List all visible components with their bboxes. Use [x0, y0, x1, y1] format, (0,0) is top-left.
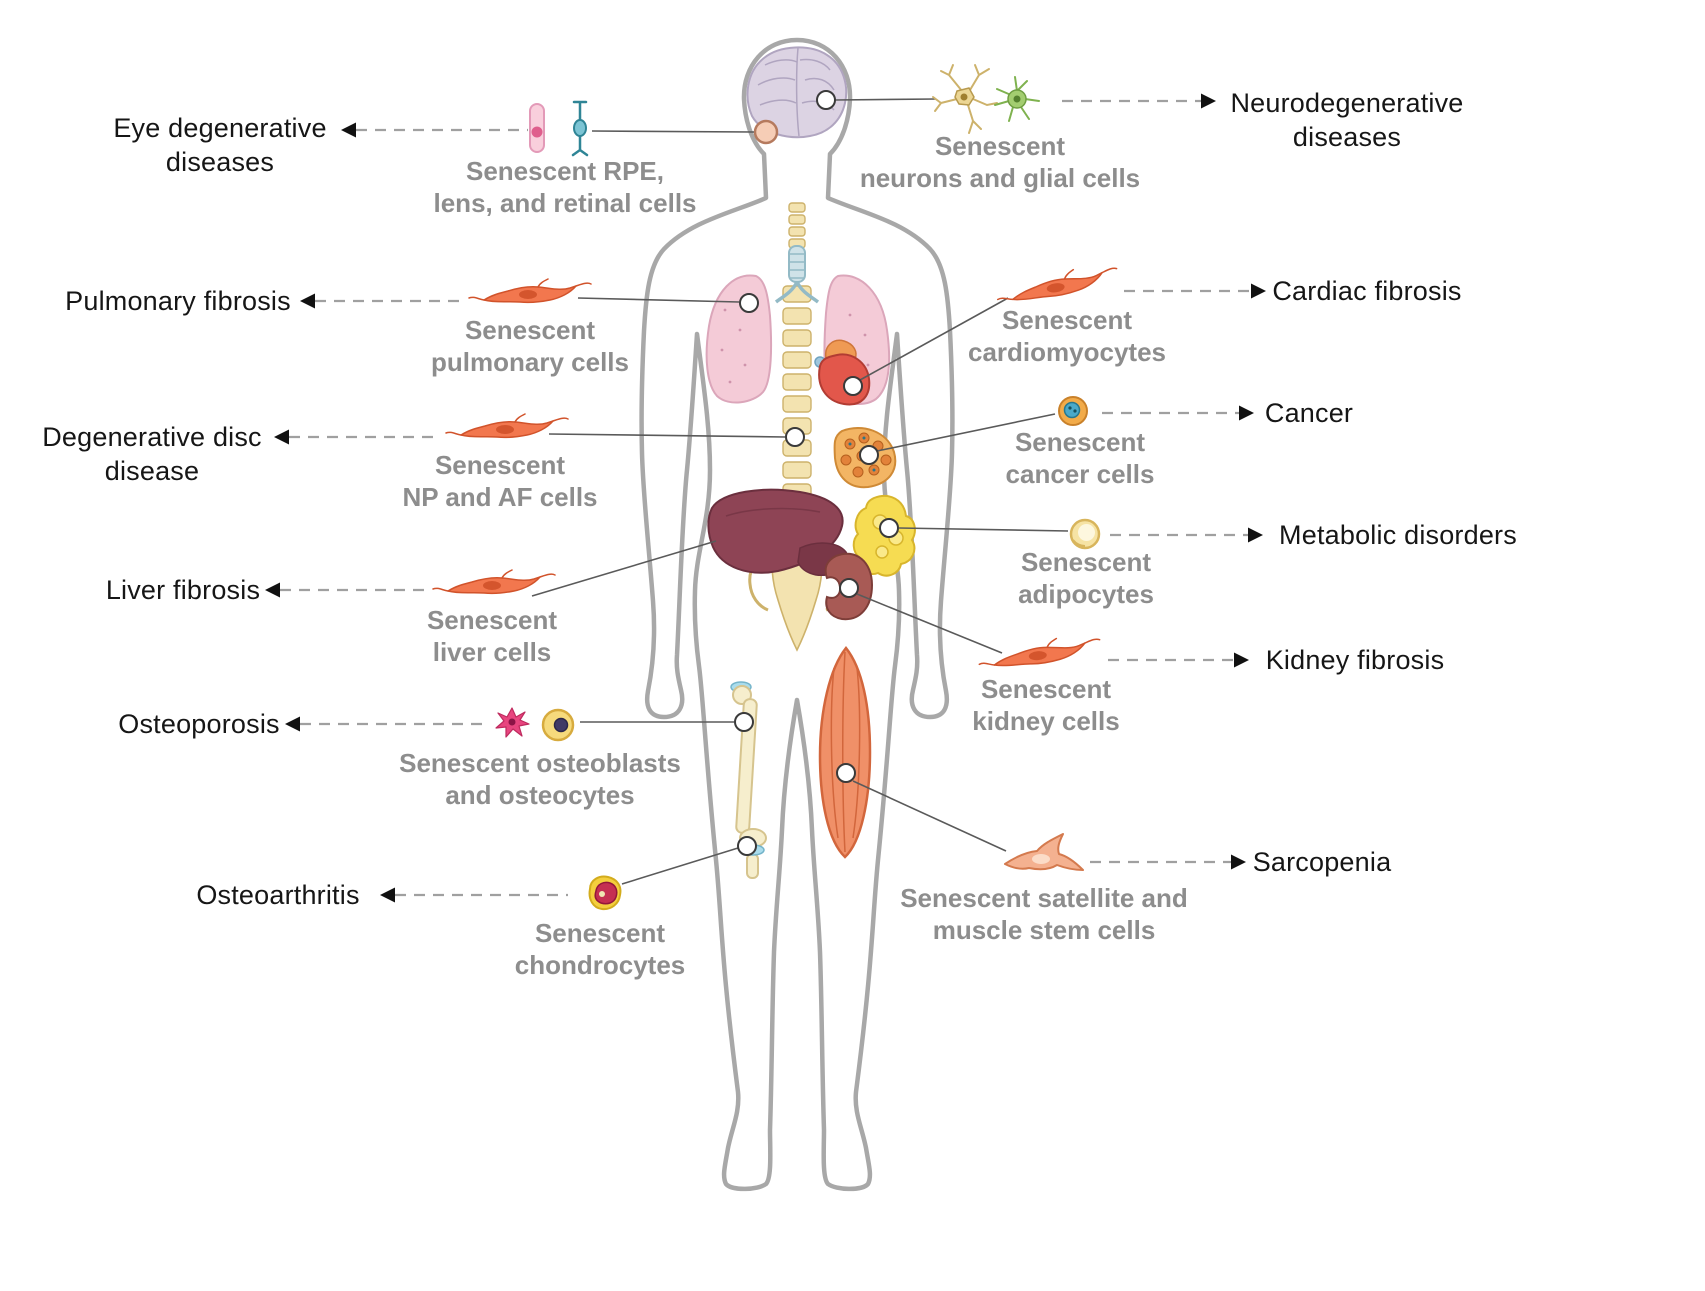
- connector-lines: [531, 98, 1069, 885]
- cell-label-cardiomyocytes: Senescent cardiomyocytes: [950, 304, 1184, 368]
- disease-label-cancer: Cancer: [1219, 396, 1399, 430]
- disease-label-osteoporosis: Osteoporosis: [82, 707, 316, 741]
- cell-line: NP and AF cells: [402, 482, 598, 512]
- cell-label-pulmonary: Senescent pulmonary cells: [420, 314, 640, 378]
- cell-line: chondrocytes: [514, 950, 686, 980]
- neuron-icon: [932, 64, 998, 134]
- cell-line: pulmonary cells: [431, 347, 629, 377]
- disease-label-kidney-fibrosis: Kidney fibrosis: [1238, 643, 1472, 677]
- cell-label-cancer-cells: Senescent cancer cells: [970, 426, 1190, 490]
- disease-line: diseases: [165, 147, 275, 177]
- disease-line: Osteoporosis: [118, 709, 280, 739]
- cell-line: Senescent: [1014, 427, 1146, 457]
- satellite-muscle-stem-cell-icon: [1004, 833, 1084, 871]
- osteoblast-icon: [495, 707, 530, 738]
- cell-line: neurons and glial cells: [859, 163, 1141, 193]
- osteocyte-icon: [541, 708, 575, 742]
- cell-line: Senescent: [1020, 547, 1152, 577]
- disease-line: Osteoarthritis: [196, 880, 360, 910]
- heart: [814, 339, 871, 406]
- cancer-cell-icon: [1058, 396, 1088, 426]
- disease-label-sarcopenia: Sarcopenia: [1212, 845, 1432, 879]
- cell-label-liver-cells: Senescent liver cells: [387, 604, 597, 668]
- disease-label-cardiac-fibrosis: Cardiac fibrosis: [1250, 274, 1484, 308]
- cell-label-adipocytes: Senescent adipocytes: [976, 546, 1196, 610]
- cell-line: cancer cells: [1005, 459, 1155, 489]
- disease-label-metabolic-disorders: Metabolic disorders: [1266, 518, 1530, 552]
- rpe-lens-retinal-cells-icon: [528, 100, 589, 157]
- disease-line: Eye degenerative: [113, 113, 327, 143]
- senescent-cardiomyocytes-icon: [994, 262, 1120, 305]
- disease-line: Degenerative disc: [42, 422, 262, 452]
- disease-line: Pulmonary fibrosis: [65, 286, 291, 316]
- cell-line: Senescent satellite and: [900, 883, 1188, 913]
- cell-label-neurons-glial: Senescent neurons and glial cells: [853, 130, 1147, 194]
- cell-line: cardiomyocytes: [968, 337, 1166, 367]
- dashed-arrows: [280, 99, 1251, 897]
- disease-label-osteoarthritis: Osteoarthritis: [161, 878, 395, 912]
- cell-line: Senescent: [434, 450, 566, 480]
- cell-line: Senescent: [934, 131, 1066, 161]
- senescent-pulmonary-cells-icon: [468, 278, 592, 304]
- disease-line: diseases: [1292, 122, 1402, 152]
- adipocyte-icon: [1069, 518, 1101, 550]
- cell-line: Senescent: [1001, 305, 1133, 335]
- liver: [707, 488, 848, 576]
- eye-marker: [753, 119, 779, 145]
- cell-line: muscle stem cells: [932, 915, 1156, 945]
- organ-markers: [734, 90, 899, 856]
- disease-line: Sarcopenia: [1252, 847, 1392, 877]
- cell-line: Senescent osteoblasts: [399, 748, 681, 778]
- senescent-kidney-cells-icon: [976, 634, 1102, 670]
- disease-line: Neurodegenerative: [1230, 88, 1464, 118]
- cell-line: Senescent RPE,: [466, 156, 664, 186]
- cell-label-kidney-cells: Senescent kidney cells: [936, 673, 1156, 737]
- thigh-muscle: [818, 645, 872, 859]
- cell-line: Senescent: [426, 605, 558, 635]
- cell-label-rpe-lens-retinal: Senescent RPE, lens, and retinal cells: [433, 155, 697, 219]
- chondrocyte-icon: [588, 875, 622, 911]
- disease-line: Liver fibrosis: [105, 575, 261, 605]
- senescent-liver-cells-icon: [432, 569, 556, 595]
- disease-line: disease: [104, 456, 200, 486]
- disease-line: Cardiac fibrosis: [1272, 276, 1462, 306]
- cell-line: lens, and retinal cells: [433, 188, 697, 218]
- cell-line: Senescent: [980, 674, 1112, 704]
- cell-line: adipocytes: [1018, 579, 1154, 609]
- cell-line: and osteocytes: [445, 780, 635, 810]
- cell-line: kidney cells: [972, 706, 1120, 736]
- cell-label-satellite-muscle-stem: Senescent satellite and muscle stem cell…: [882, 882, 1206, 946]
- cell-line: Senescent: [464, 315, 596, 345]
- cell-label-chondrocytes: Senescent chondrocytes: [490, 917, 710, 981]
- cell-line: liver cells: [432, 637, 552, 667]
- disease-label-eye-degenerative-diseases: Eye degenerative diseases: [88, 111, 352, 179]
- trachea: [774, 245, 820, 304]
- disease-label-neurodegenerative-diseases: Neurodegenerative diseases: [1215, 86, 1479, 154]
- disease-label-degenerative-disc-disease: Degenerative disc disease: [20, 420, 284, 488]
- cell-line: Senescent: [534, 918, 666, 948]
- disease-label-pulmonary-fibrosis: Pulmonary fibrosis: [46, 284, 310, 318]
- brain: [746, 46, 848, 139]
- cell-label-osteoblasts-osteocytes: Senescent osteoblasts and osteocytes: [383, 747, 697, 811]
- disease-line: Cancer: [1264, 398, 1354, 428]
- arrowheads: [265, 93, 1266, 903]
- disease-line: Kidney fibrosis: [1265, 645, 1445, 675]
- disease-line: Metabolic disorders: [1279, 520, 1517, 550]
- glial-cell-icon: [994, 76, 1040, 122]
- disease-label-liver-fibrosis: Liver fibrosis: [66, 573, 300, 607]
- cell-label-np-af: Senescent NP and AF cells: [390, 449, 610, 513]
